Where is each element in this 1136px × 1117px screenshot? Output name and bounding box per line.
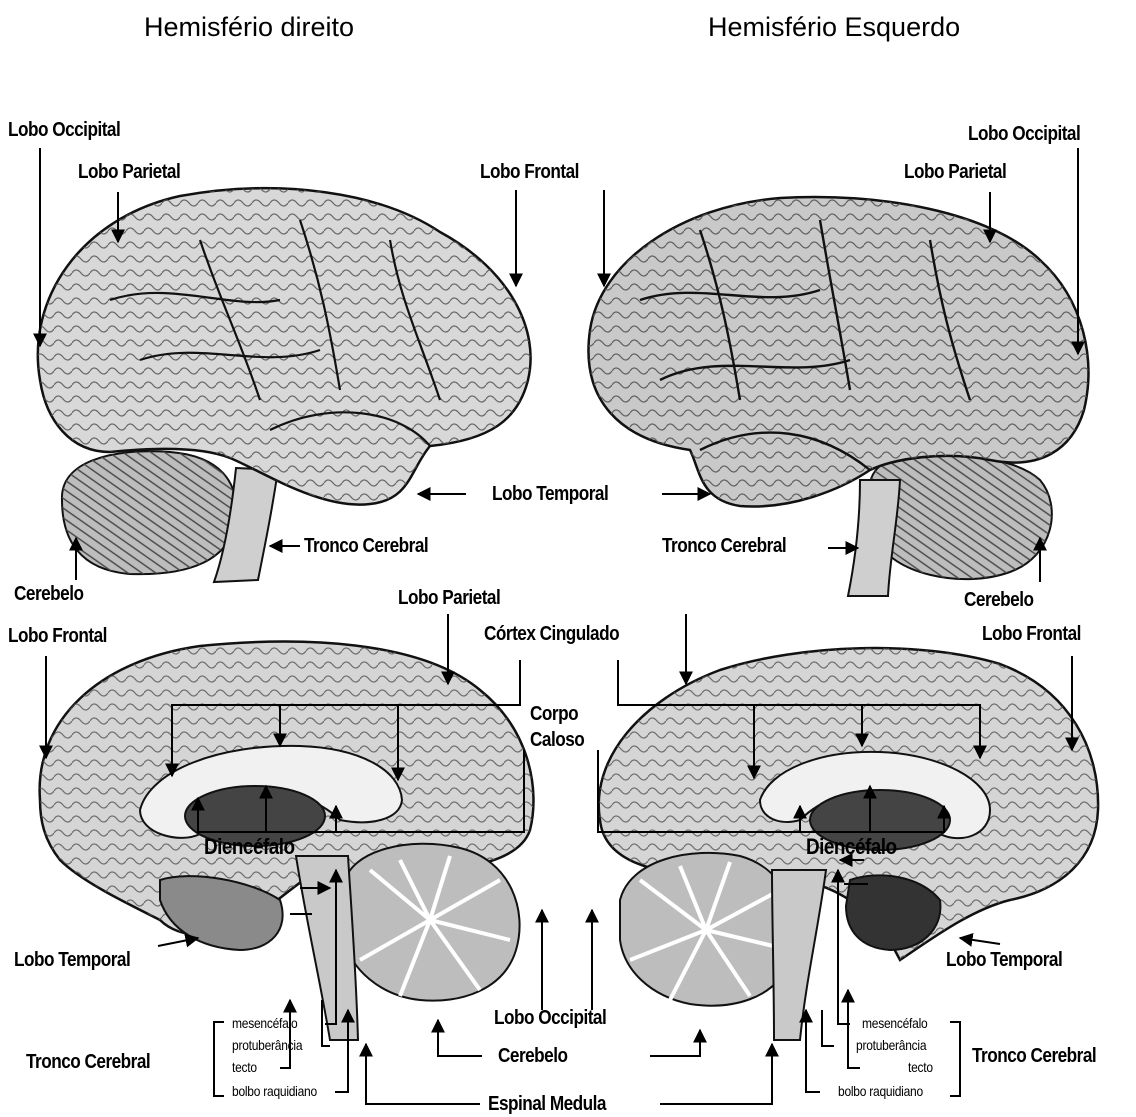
label-lobo-parietal-top-right: Lobo Parietal	[904, 162, 1006, 182]
label-cerebelo-bottom: Cerebelo	[498, 1046, 567, 1066]
brainstem-top-right	[848, 480, 900, 596]
label-tronco-cerebral-bottom-left: Tronco Cerebral	[26, 1052, 150, 1072]
label-lobo-frontal-bottom-right: Lobo Frontal	[982, 624, 1081, 644]
label-cerebelo-top-left: Cerebelo	[14, 584, 83, 604]
label-lobo-temporal-bottom-left: Lobo Temporal	[14, 950, 130, 970]
label-tronco-cerebral-bottom-right: Tronco Cerebral	[972, 1046, 1096, 1066]
label-bolbo-raquidiano-left: bolbo raquidiano	[232, 1084, 317, 1098]
label-tecto-right: tecto	[908, 1060, 933, 1074]
label-lobo-occipital-bottom: Lobo Occipital	[494, 1008, 606, 1028]
top-left-brain	[38, 188, 531, 582]
label-espinal-medula: Espinal Medula	[488, 1094, 606, 1114]
label-tronco-cerebral-top-left: Tronco Cerebral	[304, 536, 428, 556]
label-protuberancia-right: protuberância	[856, 1038, 926, 1052]
label-lobo-frontal-top: Lobo Frontal	[480, 162, 579, 182]
label-mesencefalo-left: mesencéfalo	[232, 1016, 297, 1030]
label-protuberancia-left: protuberância	[232, 1038, 302, 1052]
label-caloso: Caloso	[530, 730, 584, 750]
label-mesencefalo-right: mesencéfalo	[862, 1016, 927, 1030]
title-right-hemisphere: Hemisfério direito	[144, 14, 354, 41]
brainstem-bottom-right	[772, 870, 826, 1040]
label-diencefalo-right: Diencéfalo	[806, 836, 897, 858]
label-lobo-occipital-top-left: Lobo Occipital	[8, 120, 120, 140]
label-lobo-parietal-top-left: Lobo Parietal	[78, 162, 180, 182]
label-bolbo-raquidiano-right: bolbo raquidiano	[838, 1084, 923, 1098]
title-left-hemisphere: Hemisfério Esquerdo	[708, 14, 960, 41]
label-cerebelo-top-right: Cerebelo	[964, 590, 1033, 610]
label-tronco-cerebral-top-right: Tronco Cerebral	[662, 536, 786, 556]
label-cortex-cingulado: Córtex Cingulado	[484, 624, 619, 644]
label-tecto-left: tecto	[232, 1060, 257, 1074]
label-diencefalo-left: Diencéfalo	[204, 836, 295, 858]
label-lobo-parietal-bottom: Lobo Parietal	[398, 588, 500, 608]
label-lobo-temporal-top: Lobo Temporal	[492, 484, 608, 504]
label-lobo-occipital-top-right: Lobo Occipital	[968, 124, 1080, 144]
label-lobo-temporal-bottom-right: Lobo Temporal	[946, 950, 1062, 970]
label-corpo: Corpo	[530, 704, 578, 724]
label-lobo-frontal-bottom-left: Lobo Frontal	[8, 626, 107, 646]
